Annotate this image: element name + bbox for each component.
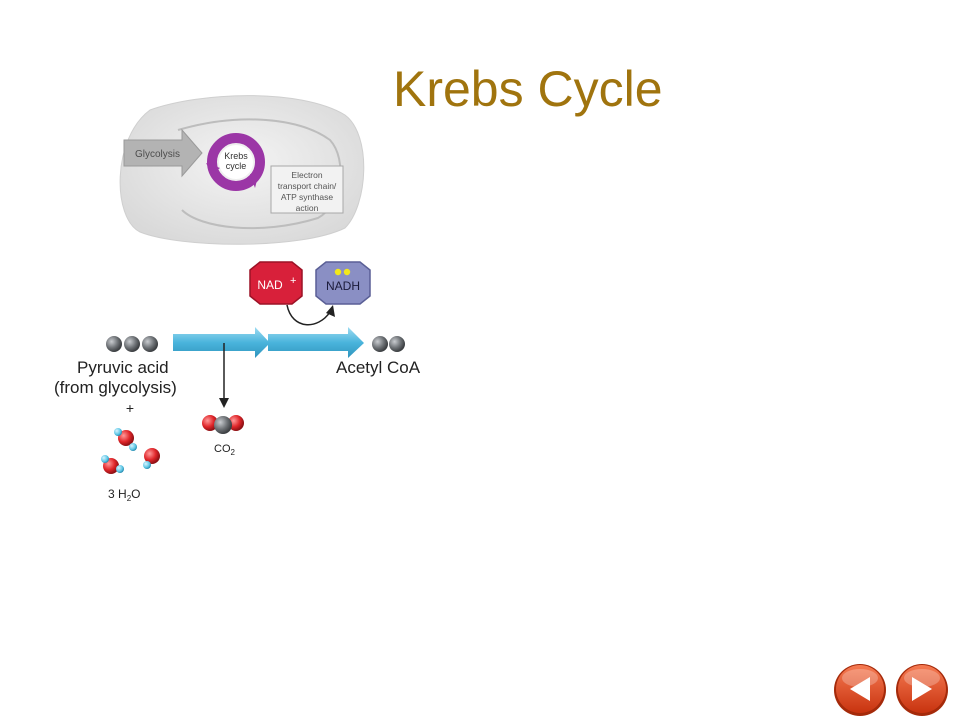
plus-sign: + bbox=[126, 400, 134, 416]
etc-line4: action bbox=[296, 203, 319, 213]
nadh-label: NADH bbox=[326, 279, 360, 293]
nad-plus-label: NAD bbox=[257, 278, 283, 292]
triangle-left-icon bbox=[850, 677, 870, 701]
nad-plus-sign: + bbox=[290, 275, 296, 287]
carbon-atom bbox=[214, 416, 232, 434]
nad-plus-hexagon: NAD + bbox=[249, 261, 303, 305]
oxygen-atom bbox=[228, 415, 244, 431]
back-button[interactable] bbox=[834, 664, 886, 716]
water-molecule bbox=[143, 448, 160, 469]
hydrogen-atom bbox=[116, 465, 124, 473]
co2-release-arrow bbox=[219, 343, 229, 408]
krebs-cycle-ring: Krebs cycle bbox=[206, 133, 265, 191]
oxygen-atom bbox=[144, 448, 160, 464]
nad-conversion-arrow bbox=[286, 304, 335, 326]
etc-line3: ATP synthase bbox=[281, 192, 333, 202]
hydrogen-atom bbox=[143, 461, 151, 469]
from-glycolysis-label: (from glycolysis) bbox=[54, 378, 177, 397]
water-label: 3 H2O bbox=[108, 487, 140, 503]
carbon-atom bbox=[372, 336, 388, 352]
pyruvic-acid-molecule bbox=[106, 336, 158, 352]
glycolysis-label: Glycolysis bbox=[135, 149, 180, 160]
nadh-hexagon: NADH bbox=[315, 261, 371, 305]
hydrogen-atom bbox=[129, 443, 137, 451]
co2-label: CO2 bbox=[214, 443, 236, 457]
inset-mitochondrion: Glycolysis Krebs cycle Electron transpor… bbox=[119, 95, 365, 245]
hydrogen-atom bbox=[114, 428, 122, 436]
carbon-atom bbox=[106, 336, 122, 352]
electron-dot bbox=[343, 268, 351, 276]
oxygen-atom bbox=[202, 415, 218, 431]
etc-line2: transport chain/ bbox=[278, 181, 337, 191]
oxygen-atom bbox=[118, 430, 134, 446]
water-molecule bbox=[114, 428, 137, 451]
acetyl-coa-label: Acetyl CoA bbox=[336, 358, 421, 377]
reaction-arrow bbox=[173, 327, 364, 358]
triangle-right-icon bbox=[912, 677, 932, 701]
slide-title: Krebs Cycle bbox=[393, 61, 663, 117]
carbon-atom bbox=[142, 336, 158, 352]
pyruvic-acid-label: Pyruvic acid bbox=[77, 358, 169, 377]
electron-dot bbox=[334, 268, 342, 276]
krebs-label-line1: Krebs bbox=[224, 151, 248, 161]
water-molecule bbox=[101, 455, 124, 474]
etc-line1: Electron bbox=[291, 170, 322, 180]
etc-label-box: Electron transport chain/ ATP synthase a… bbox=[270, 165, 344, 214]
acetyl-coa-molecule bbox=[372, 336, 405, 352]
co2-molecule bbox=[202, 415, 244, 434]
forward-button[interactable] bbox=[896, 664, 948, 716]
glycolysis-arrow: Glycolysis bbox=[123, 128, 203, 178]
carbon-atom bbox=[124, 336, 140, 352]
krebs-label-line2: cycle bbox=[226, 161, 247, 171]
carbon-atom bbox=[389, 336, 405, 352]
hydrogen-atom bbox=[101, 455, 109, 463]
